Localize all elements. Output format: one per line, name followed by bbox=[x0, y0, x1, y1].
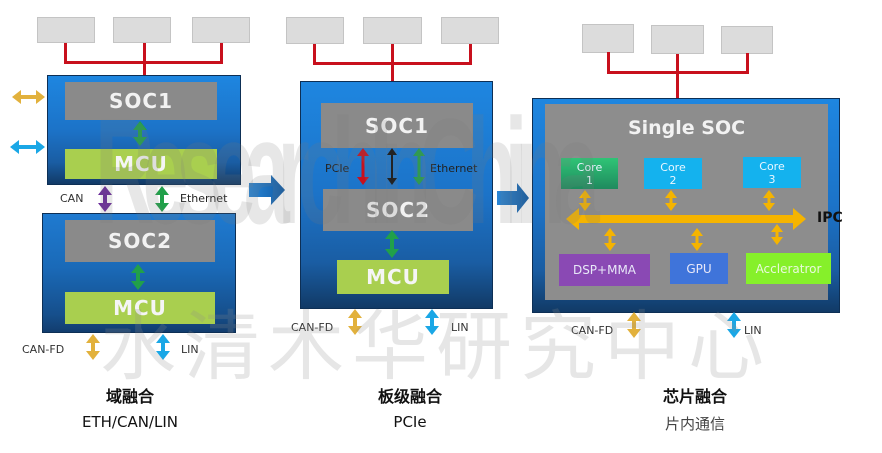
can-fd-label: CAN-FD bbox=[571, 324, 614, 337]
external-device-box bbox=[651, 25, 704, 54]
can-fd-label: CAN-FD bbox=[22, 343, 65, 356]
bus-line bbox=[746, 53, 749, 74]
caption-chip-fusion: 芯片融合 片内通信 bbox=[595, 383, 795, 434]
lin-label: LIN bbox=[744, 324, 762, 337]
can-fd-arrow-icon bbox=[627, 312, 641, 338]
flow-arrow-icon bbox=[249, 175, 285, 205]
ethernet-arrow-icon bbox=[133, 121, 147, 146]
caption-subtitle: ETH/CAN/LIN bbox=[82, 413, 178, 431]
bus-line bbox=[64, 43, 67, 63]
external-device-box bbox=[37, 17, 95, 43]
ipc-label: IPC bbox=[817, 210, 843, 226]
mcu-chip: MCU bbox=[337, 260, 449, 294]
caption-domain-fusion: 域融合 ETH/CAN/LIN bbox=[30, 383, 230, 431]
bus-line bbox=[64, 61, 223, 64]
soc1-chip: SOC1 bbox=[65, 82, 217, 120]
core-number: 2 bbox=[669, 173, 677, 187]
zone-board-1: SOC1 MCU bbox=[47, 75, 241, 185]
external-device-box bbox=[721, 26, 773, 54]
lin-arrow-icon bbox=[156, 334, 170, 360]
soc2-chip: SOC2 bbox=[65, 220, 215, 262]
core-number: 1 bbox=[586, 173, 593, 187]
single-soc-title: Single SOC bbox=[627, 117, 746, 139]
lin-label: LIN bbox=[181, 343, 199, 356]
lin-arrow-icon bbox=[425, 309, 439, 335]
bus-line bbox=[143, 43, 146, 75]
board-fusion-board: SOC1 SOC2 MCU PCIe Ethernet bbox=[300, 81, 493, 309]
can-fd-arrow-icon bbox=[86, 334, 100, 360]
bus-line bbox=[313, 62, 472, 65]
core-2: Core 2 bbox=[644, 158, 702, 189]
core-3: Core 3 bbox=[743, 157, 801, 188]
core-label: Core bbox=[759, 159, 785, 173]
ipc-arrow-icon bbox=[771, 224, 783, 245]
mcu-chip: MCU bbox=[65, 149, 217, 179]
lin-arrow-icon bbox=[10, 140, 45, 154]
bus-line bbox=[607, 52, 610, 74]
external-device-box bbox=[192, 17, 250, 43]
external-device-box bbox=[441, 17, 499, 44]
caption-board-fusion: 板级融合 PCIe bbox=[310, 383, 510, 431]
core-1: Core 1 bbox=[561, 158, 618, 189]
can-fd-arrow-icon bbox=[348, 309, 362, 335]
ipc-arrow-icon bbox=[604, 228, 616, 251]
core-label: Core bbox=[576, 160, 603, 174]
ipc-arrow-icon bbox=[665, 190, 677, 211]
bus-line bbox=[676, 54, 679, 98]
ethernet-arrow-icon bbox=[413, 148, 425, 185]
bus-line bbox=[607, 71, 749, 74]
core-label: Core bbox=[660, 160, 686, 174]
ethernet-label: Ethernet bbox=[430, 162, 478, 175]
lin-label: LIN bbox=[451, 321, 469, 334]
bus-line bbox=[220, 43, 223, 63]
ipc-bus-arrow-icon bbox=[566, 208, 806, 230]
single-soc-board: Single SOC Core 1 Core 2 Core 3 DSP+MMA … bbox=[532, 98, 840, 313]
can-fd-arrow-icon bbox=[12, 90, 45, 104]
caption-title: 板级融合 bbox=[377, 387, 442, 406]
caption-title: 芯片融合 bbox=[662, 387, 727, 406]
caption-title: 域融合 bbox=[105, 387, 154, 406]
pcie-arrow-icon bbox=[357, 148, 369, 185]
bus-line bbox=[469, 44, 472, 64]
ipc-arrow-icon bbox=[691, 228, 703, 251]
bus-line bbox=[313, 44, 316, 64]
ipc-arrow-icon bbox=[579, 190, 591, 211]
pcie-label: PCIe bbox=[325, 162, 350, 175]
lin-arrow-icon bbox=[727, 312, 741, 338]
external-device-box bbox=[286, 17, 344, 44]
flow-arrow-icon bbox=[497, 183, 529, 213]
ethernet-arrow-icon bbox=[155, 186, 169, 212]
can-fd-label: CAN-FD bbox=[291, 321, 334, 334]
external-device-box bbox=[113, 17, 171, 43]
caption-subtitle: 片内通信 bbox=[664, 415, 725, 433]
core-number: 3 bbox=[768, 172, 776, 186]
ethernet-arrow-icon bbox=[131, 264, 145, 290]
can-label: CAN bbox=[60, 192, 84, 205]
accelerator-unit: Accleratror bbox=[746, 253, 831, 284]
link-arrow-icon bbox=[387, 148, 397, 185]
ethernet-label: Ethernet bbox=[180, 192, 228, 205]
can-arrow-icon bbox=[98, 186, 112, 212]
mcu-chip: MCU bbox=[65, 292, 215, 324]
caption-subtitle: PCIe bbox=[393, 413, 427, 431]
ethernet-arrow-icon bbox=[385, 230, 399, 258]
soc2-chip: SOC2 bbox=[323, 189, 473, 231]
dsp-mma-unit: DSP+MMA bbox=[559, 254, 650, 286]
ipc-arrow-icon bbox=[763, 190, 775, 211]
gpu-unit: GPU bbox=[670, 253, 728, 284]
soc1-chip: SOC1 bbox=[321, 103, 473, 148]
external-device-box bbox=[363, 17, 422, 44]
